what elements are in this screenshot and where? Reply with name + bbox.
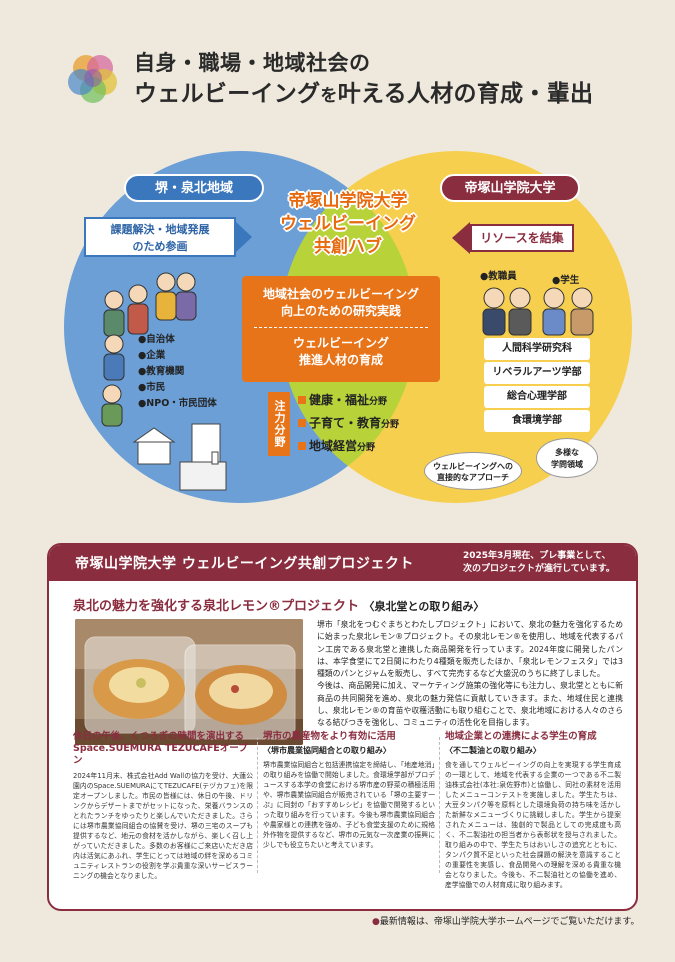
research-practice: 地域社会のウェルビーイング 向上のための研究実践 — [262, 287, 419, 318]
list-item: ●企業 — [138, 350, 166, 361]
arrow-left-icon — [452, 222, 470, 254]
department-item: 人間科学研究科 — [484, 338, 590, 360]
bullet-icon: ● — [372, 917, 380, 927]
approach-bubble: ウェルビーイングへの 直接的なアプローチ — [424, 452, 522, 490]
university-people-icon — [482, 287, 594, 336]
focus-areas-list: 健康・福祉分野 子育て・教育分野 地域経営分野 — [298, 390, 399, 459]
hub-activities-box: 地域社会のウェルビーイング 向上のための研究実践 ウェルビーイング 推進人材の育… — [242, 276, 440, 382]
community-people-icon — [101, 272, 197, 427]
resources-box: リソースを結集 — [470, 224, 574, 252]
project-section: 帝塚山学院大学 ウェルビーイング共創プロジェクト 2025年3月現在、プレ事業と… — [47, 543, 638, 911]
lemon-project-description: 堺市「泉北をつむぐまちとわたしプロジェクト」において、泉北の魅力を強化するために… — [317, 620, 623, 728]
list-item: ●自治体 — [138, 334, 175, 345]
university-label: 帝塚山学院大学 — [440, 174, 580, 202]
student-label: ●学生 — [552, 275, 580, 286]
department-item: リベラルアーツ学部 — [484, 362, 590, 384]
participation-box: 課題解決・地域発展 のため参画 — [84, 217, 236, 257]
hub-title: 帝塚山学院大学 ウェルビーイング 共創ハブ — [280, 191, 416, 257]
square-bullet-icon — [298, 396, 306, 404]
page-title: 自身・職場・地域社会の ウェルビーイングを叶える人材の育成・輩出 — [134, 49, 593, 112]
project-column-agriculture: 堺市の農産物をより有効に活用 〈堺市農業協同組合との取り組み〉 堺市農業協同組合… — [263, 731, 435, 849]
wellbeing-logo-icon — [68, 55, 117, 103]
venn-diagram: 堺・泉北地域 帝塚山学院大学 課題解決・地域発展 のため参画 リソースを結集 帝… — [62, 112, 634, 542]
list-item: ●市民 — [138, 382, 166, 393]
square-bullet-icon — [298, 442, 306, 450]
stakeholder-list: ●自治体 ●企業 ●教育機関 ●市民 ●NPO・市民団体 — [138, 332, 217, 412]
list-item: ●NPO・市民団体 — [138, 398, 217, 409]
lemon-project-title: 泉北の魅力を強化する泉北レモン®プロジェクト 〈泉北堂との取り組み〉 — [73, 599, 485, 614]
staff-label: ●教職員 — [480, 271, 517, 282]
focus-areas-tag: 注力分野 — [268, 392, 290, 456]
footer-note: ●最新情報は、帝塚山学院大学ホームページでご覧いただけます。 — [372, 917, 640, 927]
arrow-right-icon — [236, 222, 252, 252]
project-column-fujioil: 地域企業との連携による学生の育成 〈不二製油との取り組み〉 食を通してウェルビー… — [445, 731, 621, 889]
divider — [254, 327, 428, 328]
list-item: ●教育機関 — [138, 366, 185, 377]
column-divider — [257, 737, 258, 873]
disciplines-bubble: 多様な 学問領域 — [536, 438, 598, 478]
venn-overlap — [280, 151, 416, 503]
talent-development: ウェルビーイング 推進人材の育成 — [292, 336, 389, 367]
column-divider — [439, 737, 440, 873]
project-note: 2025年3月現在、プレ事業として、 次のプロジェクトが進行しています。 — [463, 551, 615, 574]
title-line-2: ウェルビーイングを叶える人材の育成・輩出 — [134, 81, 594, 107]
title-line-1: 自身・職場・地域社会の — [134, 51, 371, 75]
focus-item: 子育て・教育分野 — [298, 413, 399, 436]
project-title: 帝塚山学院大学 ウェルビーイング共創プロジェクト — [75, 556, 414, 572]
square-bullet-icon — [298, 419, 306, 427]
project-column-tezucafe: 休日の午後、くつろぎの時間を演出する Space.SUEMURA TEZUCAF… — [73, 731, 253, 880]
focus-item: 健康・福祉分野 — [298, 390, 399, 413]
focus-item: 地域経営分野 — [298, 436, 399, 459]
project-header: 帝塚山学院大学 ウェルビーイング共創プロジェクト 2025年3月現在、プレ事業と… — [49, 545, 636, 581]
buildings-icon — [132, 423, 227, 491]
region-label: 堺・泉北地域 — [124, 174, 264, 202]
department-item: 食環境学部 — [484, 410, 590, 432]
lemon-bread-photo — [75, 619, 303, 745]
department-item: 総合心理学部 — [484, 386, 590, 408]
